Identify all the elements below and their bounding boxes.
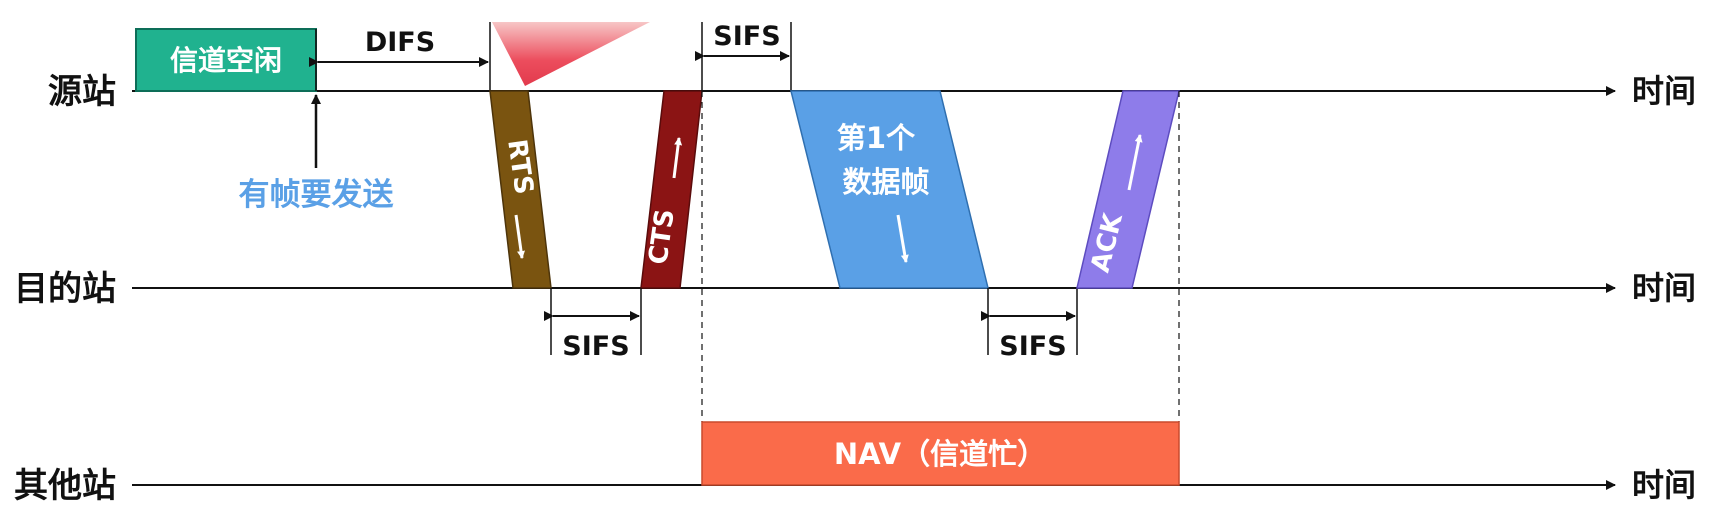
row-label-destination: 目的站 bbox=[14, 269, 116, 309]
cts-frame bbox=[640, 90, 703, 289]
channel-idle-label: 信道空闲 bbox=[170, 44, 282, 77]
red-wedge-shape bbox=[492, 22, 650, 86]
data-frame-label-line1: 第1个 bbox=[837, 121, 916, 155]
time-label-others: 时间 bbox=[1632, 466, 1696, 504]
data-down-arrow bbox=[896, 214, 909, 263]
time-label-destination: 时间 bbox=[1632, 269, 1696, 307]
data-frame-label-line2: 数据帧 bbox=[842, 165, 929, 199]
time-label-source: 时间 bbox=[1632, 72, 1696, 110]
sifs-label-1: SIFS bbox=[562, 331, 629, 362]
has-frame-label: 有帧要发送 bbox=[239, 177, 394, 213]
nav-label: NAV（信道忙） bbox=[834, 437, 1046, 471]
row-label-source: 源站 bbox=[48, 72, 116, 112]
difs-label: DIFS bbox=[365, 27, 435, 58]
sifs-label-2: SIFS bbox=[713, 21, 780, 52]
sifs-label-3: SIFS bbox=[999, 331, 1066, 362]
cts-up-arrow bbox=[672, 137, 683, 179]
rts-down-arrow bbox=[514, 214, 525, 259]
row-label-others: 其他站 bbox=[14, 466, 116, 506]
ack-up-arrow bbox=[1127, 134, 1143, 191]
nav-box bbox=[701, 421, 1180, 486]
channel-idle-box bbox=[135, 28, 317, 92]
